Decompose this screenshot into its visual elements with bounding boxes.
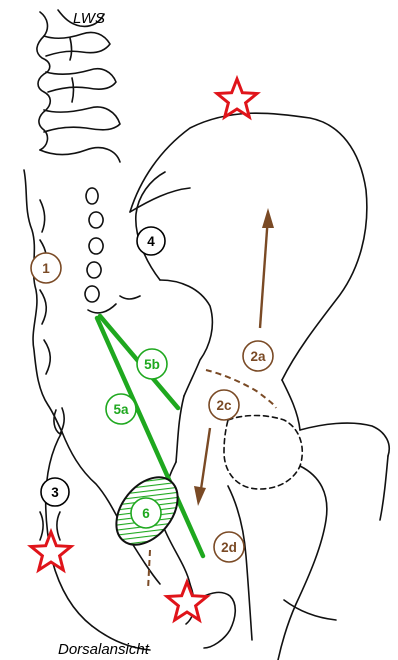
- lumbar-spine: [37, 10, 120, 162]
- marker-6: 6: [131, 498, 161, 528]
- marker-5b-text: 5b: [144, 357, 160, 372]
- marker-1: 1: [31, 253, 61, 283]
- coccyx-star: [31, 532, 71, 570]
- lws-label: LWS: [73, 10, 105, 27]
- ischial-tuberosity-star: [167, 582, 207, 620]
- hip-bone: [40, 113, 389, 660]
- dorsalansicht-label: Dorsalansicht: [58, 641, 150, 658]
- sacrum: [24, 170, 116, 434]
- marker-2c: 2c: [209, 390, 239, 420]
- marker-2a-text: 2a: [250, 349, 266, 364]
- marker-2a: 2a: [243, 341, 273, 371]
- arrow-down-sciatic: [200, 428, 210, 496]
- bone-outlines: [24, 10, 389, 660]
- marker-3: 3: [41, 478, 69, 506]
- marker-3-text: 3: [51, 485, 59, 500]
- iliac-crest-star: [217, 79, 257, 117]
- arrow-up-iliac-head: [262, 208, 274, 228]
- markers: 1 2a 2c 2d 3 4 5a 5b 6: [31, 227, 273, 562]
- marker-4-text: 4: [147, 234, 155, 249]
- arrow-down-sciatic-head: [194, 486, 206, 506]
- arrow-up-iliac: [260, 216, 268, 328]
- marker-4: 4: [137, 227, 165, 255]
- marker-2d: 2d: [214, 532, 244, 562]
- marker-2c-text: 2c: [216, 398, 232, 413]
- marker-5a: 5a: [106, 394, 136, 424]
- marker-5a-text: 5a: [113, 402, 129, 417]
- marker-5b: 5b: [137, 349, 167, 379]
- marker-6-text: 6: [142, 506, 150, 521]
- marker-2d-text: 2d: [221, 540, 237, 555]
- marker-1-text: 1: [42, 261, 50, 276]
